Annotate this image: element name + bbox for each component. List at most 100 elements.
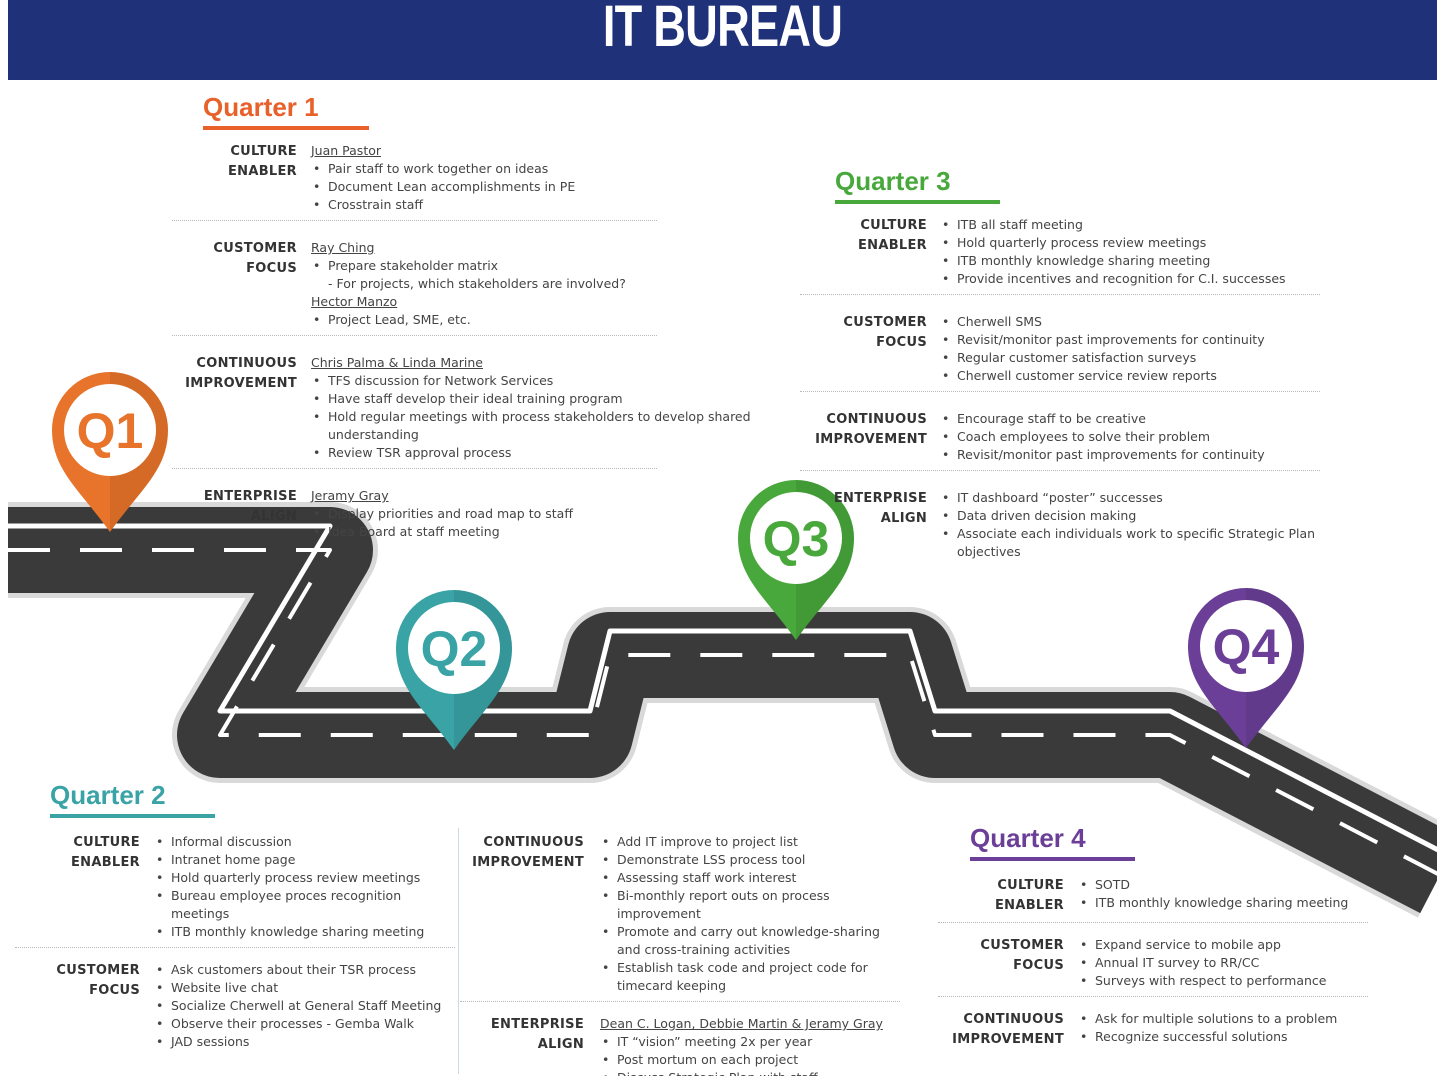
bullet-item: Intranet home page [154, 851, 454, 869]
owner-name: Jeramy Gray [311, 488, 389, 503]
bullet-item: Have staff develop their ideal training … [311, 390, 791, 408]
header-banner: IT BUREAU [8, 0, 1437, 80]
sub-item: - For projects, which stakeholders are i… [328, 276, 626, 291]
bullet-item: Data driven decision making [940, 507, 1320, 525]
bullet-item: Idea Board at staff meeting [311, 523, 791, 541]
bullet-item: ITB monthly knowledge sharing meeting [154, 923, 454, 941]
bullet-item: IT “vision” meeting 2x per year [600, 1033, 900, 1051]
quarter-1-underline [203, 126, 369, 130]
bullet-item: Surveys with respect to performance [1078, 972, 1378, 990]
category-label-line: CONTINUOUS [483, 835, 584, 850]
section-separator [800, 470, 1320, 471]
category-label: CONTINUOUS IMPROVEMENT [462, 833, 584, 873]
category-label-line: IMPROVEMENT [472, 855, 584, 870]
category-items: SOTDITB monthly knowledge sharing meetin… [1078, 876, 1378, 912]
section-separator [15, 947, 455, 948]
bullet-item: Post mortum on each project [600, 1051, 900, 1069]
bullet-item: Assessing staff work interest [600, 869, 900, 887]
bullet-item: Ask for multiple solutions to a problem [1078, 1010, 1378, 1028]
section-separator [938, 922, 1368, 923]
section-separator [460, 1001, 900, 1002]
category-label-line: CONTINUOUS [826, 412, 927, 427]
bullet-item: SOTD [1078, 876, 1378, 894]
marker-q2-label: Q2 [421, 621, 488, 677]
category-label: ENTERPRISE ALIGN [462, 1015, 584, 1055]
bullet-item: Pair staff to work together on ideas [311, 160, 791, 178]
bullet-item: Project Lead, SME, etc. [311, 311, 791, 329]
bullet-item: Annual IT survey to RR/CC [1078, 954, 1378, 972]
bullet-item: Encourage staff to be creative [940, 410, 1320, 428]
category-label-line: CULTURE [860, 218, 927, 233]
bullet-item: ITB monthly knowledge sharing meeting [1078, 894, 1378, 912]
category-items: Add IT improve to project listDemonstrat… [600, 833, 900, 995]
bullet-item: Recognize successful solutions [1078, 1028, 1378, 1046]
category-label-line: ALIGN [537, 1037, 584, 1052]
bullet-item: Associate each individuals work to speci… [940, 525, 1320, 561]
bullet-item: Discuss Strategic Plan with staff [600, 1069, 900, 1076]
section-separator [172, 220, 657, 221]
category-label: ENTERPRISE ALIGN [175, 487, 297, 527]
category-label-line: FOCUS [246, 261, 297, 276]
marker-q2: Q2 [396, 590, 512, 750]
bullet-item: Cherwell customer service review reports [940, 367, 1320, 385]
bullet-item: Document Lean accomplishments in PE [311, 178, 791, 196]
category-items: Encourage staff to be creativeCoach empl… [940, 410, 1320, 464]
category-label-line: CUSTOMER [980, 938, 1064, 953]
category-items: Juan PastorPair staff to work together o… [311, 142, 791, 214]
quarter-4-underline [970, 857, 1135, 861]
bullet-item: Website live chat [154, 979, 454, 997]
category-label-line: CUSTOMER [56, 963, 140, 978]
category-label-line: ALIGN [880, 511, 927, 526]
category-label: CONTINUOUS IMPROVEMENT [805, 410, 927, 450]
category-label-line: ENABLER [857, 238, 927, 253]
owner-name: Dean C. Logan, Debbie Martin & Jeramy Gr… [600, 1016, 883, 1031]
quarter-4-title: Quarter 4 [970, 823, 1086, 853]
category-items: Ask for multiple solutions to a problemR… [1078, 1010, 1378, 1046]
category-items: Chris Palma & Linda MarineTFS discussion… [311, 354, 791, 462]
quarter-2-column-divider [458, 828, 459, 1074]
category-label-line: ALIGN [250, 509, 297, 524]
category-label-line: ENTERPRISE [833, 491, 927, 506]
category-items: Jeramy GrayDisplay priorities and road m… [311, 487, 791, 541]
owner-name: Chris Palma & Linda Marine [311, 355, 483, 370]
quarter-3-title: Quarter 3 [835, 166, 951, 196]
bullet-item: Regular customer satisfaction surveys [940, 349, 1320, 367]
bullet-item: Expand service to mobile app [1078, 936, 1378, 954]
category-label-line: ENTERPRISE [490, 1017, 584, 1032]
marker-q4: Q4 [1188, 588, 1304, 748]
owner-name: Hector Manzo [311, 294, 398, 309]
section-separator [800, 391, 1320, 392]
page-title: IT BUREAU [602, 0, 843, 59]
section-separator [172, 335, 657, 336]
section-separator [172, 468, 657, 469]
bullet-item: Observe their processes - Gemba Walk [154, 1015, 454, 1033]
category-label-line: ENABLER [994, 898, 1064, 913]
category-label-line: ENABLER [227, 164, 297, 179]
category-label: ENTERPRISE ALIGN [805, 489, 927, 529]
marker-q4-label: Q4 [1213, 619, 1280, 675]
bullet-item: Coach employees to solve their problem [940, 428, 1320, 446]
section-separator [938, 996, 1368, 997]
category-label-line: CONTINUOUS [196, 356, 297, 371]
bullet-item: Bi-monthly report outs on process improv… [600, 887, 900, 923]
category-items: Ask customers about their TSR processWeb… [154, 961, 454, 1051]
bullet-item: Add IT improve to project list [600, 833, 900, 851]
bullet-item: Prepare stakeholder matrix [311, 257, 791, 275]
category-label-line: IMPROVEMENT [815, 432, 927, 447]
category-label-line: IMPROVEMENT [952, 1032, 1064, 1047]
section-separator [800, 294, 1320, 295]
category-label-line: CULTURE [230, 144, 297, 159]
category-label: CULTURE ENABLER [175, 142, 297, 182]
category-items: ITB all staff meetingHold quarterly proc… [940, 216, 1320, 288]
category-label-line: CONTINUOUS [963, 1012, 1064, 1027]
category-items: Ray ChingPrepare stakeholder matrix- For… [311, 239, 791, 329]
category-items: Cherwell SMSRevisit/monitor past improve… [940, 313, 1320, 385]
category-label-line: ENTERPRISE [203, 489, 297, 504]
category-label-line: FOCUS [876, 335, 927, 350]
